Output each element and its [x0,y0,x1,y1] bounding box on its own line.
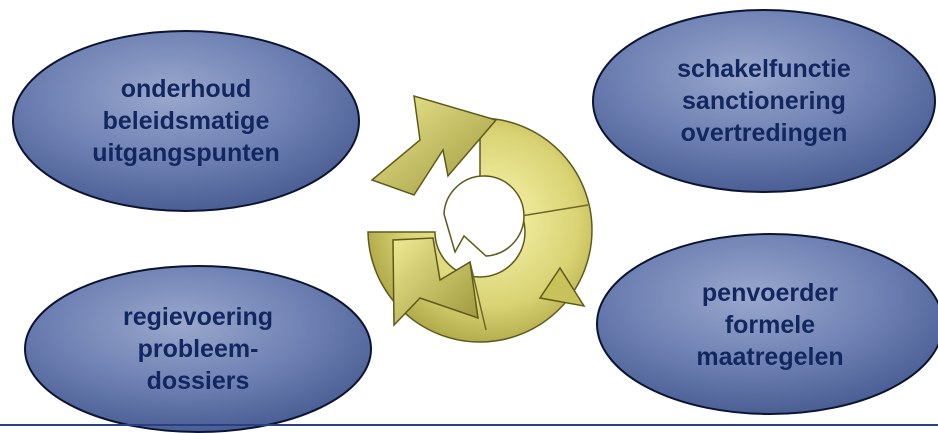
node-label-bottom-right: penvoerder formele maatregelen [696,279,844,371]
ellipse-top-left [12,30,360,212]
bottom-divider [0,424,938,426]
cycle-center-hole [443,175,525,257]
cycle-arrow-left [392,237,479,327]
ellipse-bottom-left [24,265,372,433]
node-label-top-right: schakelfunctie sanctionering overtreding… [677,55,851,147]
node-label-bottom-left: regievoering probleem- dossiers [122,303,274,395]
cycle-arrows-icon [367,94,593,343]
cycle-arrow-top [370,94,498,196]
ellipse-bottom-right [596,233,938,415]
ellipse-top-right [592,9,936,193]
node-label-top-left: onderhoud beleidsmatige uitgangspunten [92,75,280,167]
cycle-arrow-right [538,266,586,308]
